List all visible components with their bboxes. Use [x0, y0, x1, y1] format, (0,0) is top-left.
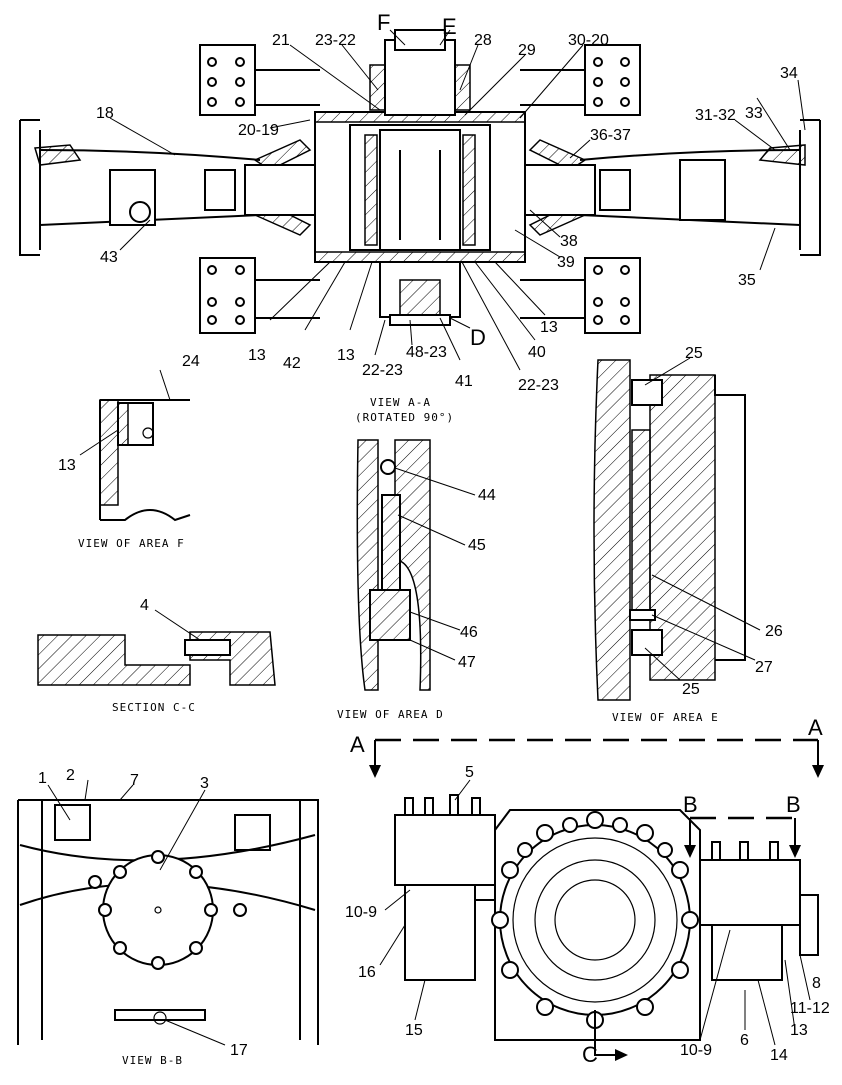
- view-b-callout-2: 2: [66, 767, 75, 784]
- section-b-left: B: [683, 792, 698, 817]
- callout-30-20: 30-20: [568, 32, 609, 49]
- caption-view-b: VIEW B-B: [122, 1054, 183, 1067]
- view-d-callout-44: 44: [478, 487, 496, 504]
- bracket-top-right: [520, 44, 641, 116]
- section-a-right: A: [808, 715, 823, 740]
- bracket-bottom-right: [520, 257, 641, 334]
- callout-29: 29: [518, 42, 536, 59]
- callout-42: 42: [283, 355, 301, 372]
- view-b-callout-7: 7: [130, 772, 139, 789]
- callout-21: 21: [272, 32, 290, 49]
- view-f-callout-13: 13: [58, 457, 76, 474]
- callout-18: 18: [96, 105, 114, 122]
- callout-13-c: 13: [540, 319, 558, 336]
- callout-34: 34: [780, 65, 798, 82]
- section-b-right: B: [786, 792, 801, 817]
- differential-housing: [314, 29, 526, 326]
- br-callout-8: 8: [812, 975, 821, 992]
- br-callout-15: 15: [405, 1022, 423, 1039]
- view-area-e: 25 26 27 25 VIEW OF AREA E: [593, 345, 783, 724]
- bottom-right-view: A A 5 B B 10-9 16 15 10-9 6 14 13 11-12 …: [345, 715, 830, 1067]
- br-callout-10-9-left: 10-9: [345, 904, 377, 921]
- bracket-top-left: [199, 44, 320, 116]
- caption-view-aa-rotated: (ROTATED 90°): [355, 411, 454, 424]
- callout-31-32: 31-32: [695, 107, 736, 124]
- br-callout-10-9-right: 10-9: [680, 1042, 712, 1059]
- section-c-marker: C: [582, 1042, 598, 1067]
- callout-38: 38: [560, 233, 578, 250]
- view-e-callout-26: 26: [765, 623, 783, 640]
- view-e-callout-27: 27: [755, 659, 773, 676]
- view-d-callout-47: 47: [458, 654, 476, 671]
- callout-28: 28: [474, 32, 492, 49]
- callout-36-37: 36-37: [590, 127, 631, 144]
- callout-20-19: 20-19: [238, 122, 279, 139]
- callout-35: 35: [738, 272, 756, 289]
- br-callout-6: 6: [740, 1032, 749, 1049]
- section-a-left: A: [350, 732, 365, 757]
- callout-33: 33: [745, 105, 763, 122]
- callout-f: F: [377, 10, 390, 35]
- callout-39: 39: [557, 254, 575, 271]
- bracket-bottom-left: [199, 257, 320, 334]
- view-e-callout-25-top: 25: [685, 345, 703, 362]
- view-b-callout-3: 3: [200, 775, 209, 792]
- callout-22-23-b: 22-23: [518, 377, 559, 394]
- callout-d: D: [470, 325, 486, 350]
- br-callout-11-12: 11-12: [790, 1000, 830, 1017]
- view-area-d: VIEW A-A (ROTATED 90°) 44 45 46 47 VIEW …: [337, 396, 496, 721]
- view-f-callout-24: 24: [182, 353, 200, 370]
- callout-40: 40: [528, 344, 546, 361]
- view-b-b: 1 2 7 3 17 VIEW B-B: [17, 767, 319, 1067]
- callout-13-a: 13: [248, 347, 266, 364]
- section-c-callout-4: 4: [140, 597, 149, 614]
- view-d-callout-45: 45: [468, 537, 486, 554]
- caption-view-e: VIEW OF AREA E: [612, 711, 719, 724]
- section-c-c: 4 SECTION C-C: [37, 597, 276, 714]
- callout-13-b: 13: [337, 347, 355, 364]
- br-callout-14: 14: [770, 1047, 788, 1064]
- br-callout-16: 16: [358, 964, 376, 981]
- br-callout-13: 13: [790, 1022, 808, 1039]
- callout-22-23-a: 22-23: [362, 362, 403, 379]
- view-b-callout-17: 17: [230, 1042, 248, 1059]
- flange-bolts: [491, 811, 699, 1029]
- caption-section-c: SECTION C-C: [112, 701, 196, 714]
- view-e-callout-25-bottom: 25: [682, 681, 700, 698]
- callout-43: 43: [100, 249, 118, 266]
- view-area-f: 24 13 VIEW OF AREA F: [58, 353, 200, 550]
- view-d-callout-46: 46: [460, 624, 478, 641]
- caption-view-f: VIEW OF AREA F: [78, 537, 185, 550]
- top-callouts: F E 21 23-22 28 29 30-20 18 20-19 34 31-…: [96, 10, 806, 394]
- caption-view-aa: VIEW A-A: [370, 396, 431, 409]
- callout-e: E: [442, 14, 457, 39]
- callout-41: 41: [455, 373, 473, 390]
- top-axle-assembly: [19, 29, 821, 334]
- view-b-callout-1: 1: [38, 770, 47, 787]
- br-callout-5: 5: [465, 764, 474, 781]
- caption-view-d: VIEW OF AREA D: [337, 708, 444, 721]
- callout-48-23: 48-23: [406, 344, 447, 361]
- callout-23-22: 23-22: [315, 32, 356, 49]
